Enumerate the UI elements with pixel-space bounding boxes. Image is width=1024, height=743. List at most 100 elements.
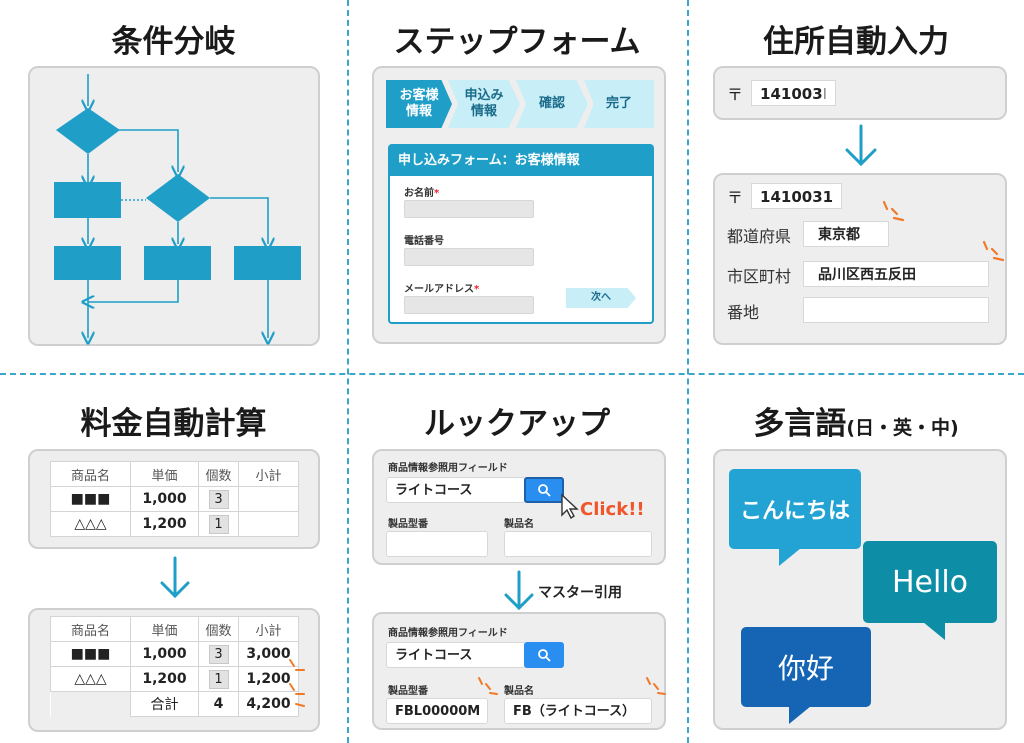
product-name: ■■■ bbox=[50, 641, 131, 667]
unit-price: 1,000 bbox=[130, 641, 199, 667]
greeting-bubble-ja: こんにちは bbox=[729, 469, 861, 566]
total-label: 合計 bbox=[130, 691, 199, 717]
decision-diamond-2 bbox=[146, 174, 210, 222]
qty-input[interactable]: 1 bbox=[208, 514, 229, 534]
ref-field-label: 商品情報参照用フィールド bbox=[388, 628, 508, 639]
street-label: 番地 bbox=[727, 303, 760, 322]
product-name-label: 製品名 bbox=[504, 686, 534, 697]
flowchart-panel bbox=[28, 66, 320, 346]
qty-cell: 1 bbox=[198, 666, 239, 692]
name-input[interactable] bbox=[404, 200, 534, 218]
subtotal bbox=[238, 486, 299, 512]
down-arrow-icon bbox=[504, 570, 534, 611]
table-row: 商品名 単価 個数 小計 bbox=[50, 461, 299, 487]
process-box-4 bbox=[234, 246, 301, 280]
city-field[interactable]: 品川区西五反田 bbox=[803, 261, 989, 287]
application-form: 申し込みフォーム：お客様情報 お名前* 電話番号 メールアドレス* 次へ bbox=[388, 144, 654, 324]
email-input[interactable] bbox=[404, 296, 534, 314]
subtotal: 1,200 bbox=[238, 666, 299, 692]
phone-label: 電話番号 bbox=[404, 236, 444, 247]
unit-price: 1,200 bbox=[130, 511, 199, 537]
header-product: 商品名 bbox=[50, 616, 131, 642]
product-name-label: 製品名 bbox=[504, 519, 534, 530]
cursor-icon bbox=[561, 493, 579, 519]
sparkle-icon bbox=[882, 200, 905, 222]
step-label: 確認 bbox=[538, 96, 565, 111]
qty-input[interactable]: 1 bbox=[208, 669, 229, 689]
step-form-panel: お客様 情報 申込み 情報 確認 完了 申し込みフォーム：お客様情報 お名前* … bbox=[372, 66, 666, 344]
subtotal bbox=[238, 511, 299, 537]
step-label: お客様 情報 bbox=[399, 88, 439, 119]
sparkle-icon bbox=[982, 240, 1005, 262]
product-name-input[interactable] bbox=[504, 531, 652, 557]
header-product: 商品名 bbox=[50, 461, 131, 487]
step-complete[interactable]: 完了 bbox=[584, 80, 654, 128]
model-label: 製品型番 bbox=[388, 519, 428, 530]
header-subtotal: 小計 bbox=[238, 616, 299, 642]
address-title: 住所自動入力 bbox=[763, 24, 949, 60]
model-label: 製品型番 bbox=[388, 686, 428, 697]
step-indicator: お客様 情報 申込み 情報 確認 完了 bbox=[386, 80, 654, 128]
table-row: △△△ 1,200 1 1,200 bbox=[50, 666, 299, 692]
prefecture-label: 都道府県 bbox=[727, 227, 792, 246]
greeting-bubble-zh: 你好 bbox=[741, 627, 871, 724]
ref-field-input[interactable]: ライトコース bbox=[386, 477, 526, 503]
down-arrow-icon bbox=[845, 124, 877, 167]
qty-input[interactable]: 3 bbox=[208, 644, 229, 664]
lookup-before-panel: 商品情報参照用フィールド ライトコース Click!! 製品型番 製品名 bbox=[372, 449, 666, 565]
price-table-before: 商品名 単価 個数 小計 ■■■ 1,000 3 △△△ 1,200 1 bbox=[50, 461, 299, 537]
product-name: ■■■ bbox=[50, 486, 131, 512]
multilang-panel: こんにちは Hello 你好 bbox=[713, 449, 1007, 730]
zip-symbol: 〒 bbox=[727, 85, 744, 104]
greeting-bubble-en: Hello bbox=[863, 541, 997, 640]
product-name: △△△ bbox=[50, 666, 131, 692]
lookup-search-button[interactable] bbox=[524, 477, 564, 503]
email-label: メールアドレス* bbox=[404, 284, 480, 295]
header-unit-price: 単価 bbox=[130, 616, 199, 642]
next-button[interactable]: 次へ bbox=[566, 288, 636, 308]
lookup-search-button[interactable] bbox=[524, 642, 564, 668]
unit-price: 1,000 bbox=[130, 486, 199, 512]
model-input[interactable]: FBL00000M bbox=[386, 698, 488, 724]
column-divider-2 bbox=[687, 0, 689, 743]
multilang-title: 多言語(日・英・中) bbox=[753, 406, 959, 442]
search-icon bbox=[538, 649, 551, 662]
total-qty: 4 bbox=[198, 691, 239, 717]
product-name-input[interactable]: FB（ライトコース） bbox=[504, 698, 652, 724]
down-arrow-icon bbox=[160, 556, 190, 599]
process-box-1 bbox=[54, 182, 121, 218]
name-label: お名前* bbox=[404, 188, 440, 199]
step-application-info[interactable]: 申込み 情報 bbox=[448, 80, 520, 128]
prefecture-field[interactable]: 東京都 bbox=[803, 221, 889, 247]
zip-input-panel: 〒 141003I bbox=[713, 66, 1007, 120]
street-field[interactable] bbox=[803, 297, 989, 323]
lookup-title: ルックアップ bbox=[424, 406, 610, 442]
form-header: 申し込みフォーム：お客様情報 bbox=[390, 146, 652, 176]
lookup-after-panel: 商品情報参照用フィールド ライトコース 製品型番 FBL00000M 製品名 F… bbox=[372, 612, 666, 730]
process-box-3 bbox=[144, 246, 211, 280]
qty-cell: 3 bbox=[198, 486, 239, 512]
decision-diamond-1 bbox=[56, 108, 120, 154]
model-input[interactable] bbox=[386, 531, 488, 557]
ref-field-input[interactable]: ライトコース bbox=[386, 642, 526, 668]
zip-result-field[interactable]: 1410031 bbox=[751, 183, 843, 209]
product-name: △△△ bbox=[50, 511, 131, 537]
qty-cell: 3 bbox=[198, 641, 239, 667]
qty-input[interactable]: 3 bbox=[208, 489, 229, 509]
step-customer-info[interactable]: お客様 情報 bbox=[386, 80, 452, 128]
click-label: Click!! bbox=[580, 499, 645, 520]
header-unit-price: 単価 bbox=[130, 461, 199, 487]
zip-input[interactable]: 141003I bbox=[751, 80, 837, 106]
table-row: ■■■ 1,000 3 3,000 bbox=[50, 641, 299, 667]
table-row: 商品名 単価 個数 小計 bbox=[50, 616, 299, 642]
column-divider-1 bbox=[347, 0, 349, 743]
step-confirm[interactable]: 確認 bbox=[516, 80, 588, 128]
phone-input[interactable] bbox=[404, 248, 534, 266]
table-row: ■■■ 1,000 3 bbox=[50, 486, 299, 512]
price-table-after: 商品名 単価 個数 小計 ■■■ 1,000 3 3,000 △△△ 1,200… bbox=[50, 616, 299, 717]
sparkle-icon bbox=[646, 677, 666, 695]
conditional-title: 条件分岐 bbox=[111, 24, 236, 60]
price-title: 料金自動計算 bbox=[80, 406, 267, 442]
header-qty: 個数 bbox=[198, 616, 239, 642]
header-subtotal: 小計 bbox=[238, 461, 299, 487]
